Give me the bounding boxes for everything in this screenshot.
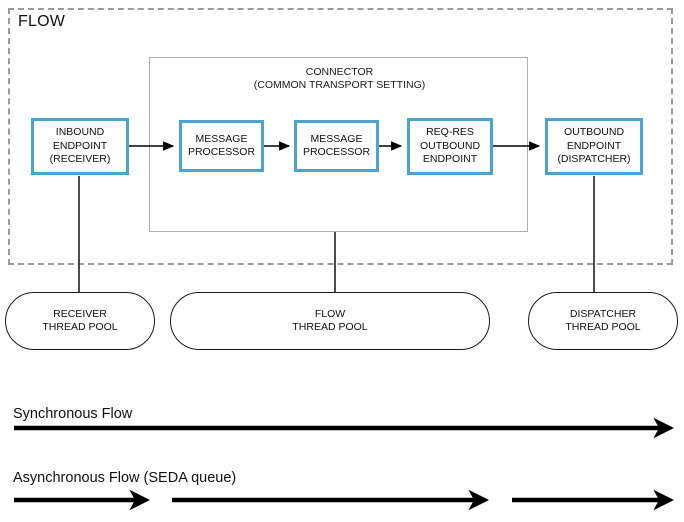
node-req-res-outbound-endpoint[interactable]: REQ-RES OUTBOUND ENDPOINT	[407, 118, 493, 175]
node-inbound-endpoint[interactable]: INBOUND ENDPOINT (RECEIVER)	[31, 118, 129, 175]
node-req-res-outbound-endpoint-label: REQ-RES OUTBOUND ENDPOINT	[419, 126, 481, 166]
pool-receiver-thread-pool-label: RECEIVER THREAD POOL	[42, 307, 118, 334]
pool-dispatcher-thread-pool[interactable]: DISPATCHER THREAD POOL	[528, 292, 678, 350]
node-message-processor-2-label: MESSAGE PROCESSOR	[302, 132, 371, 159]
connector-boundary: CONNECTOR (COMMON TRANSPORT SETTING)	[149, 57, 528, 232]
node-inbound-endpoint-label: INBOUND ENDPOINT (RECEIVER)	[49, 126, 111, 166]
node-outbound-endpoint[interactable]: OUTBOUND ENDPOINT (DISPATCHER)	[545, 118, 643, 175]
legend-asynchronous-flow-label: Asynchronous Flow (SEDA queue)	[13, 470, 237, 486]
node-message-processor-1[interactable]: MESSAGE PROCESSOR	[179, 120, 264, 172]
flow-title: FLOW	[18, 13, 66, 30]
connector-title: CONNECTOR (COMMON TRANSPORT SETTING)	[253, 66, 426, 91]
node-message-processor-2[interactable]: MESSAGE PROCESSOR	[294, 120, 379, 172]
node-message-processor-1-label: MESSAGE PROCESSOR	[187, 132, 256, 159]
pool-flow-thread-pool-label: FLOW THREAD POOL	[292, 307, 368, 334]
legend-synchronous-flow-label: Synchronous Flow	[13, 406, 133, 422]
pool-flow-thread-pool[interactable]: FLOW THREAD POOL	[170, 292, 490, 350]
pool-dispatcher-thread-pool-label: DISPATCHER THREAD POOL	[565, 307, 641, 334]
node-outbound-endpoint-label: OUTBOUND ENDPOINT (DISPATCHER)	[557, 126, 631, 166]
pool-receiver-thread-pool[interactable]: RECEIVER THREAD POOL	[5, 292, 155, 350]
flow-boundary	[8, 8, 673, 265]
